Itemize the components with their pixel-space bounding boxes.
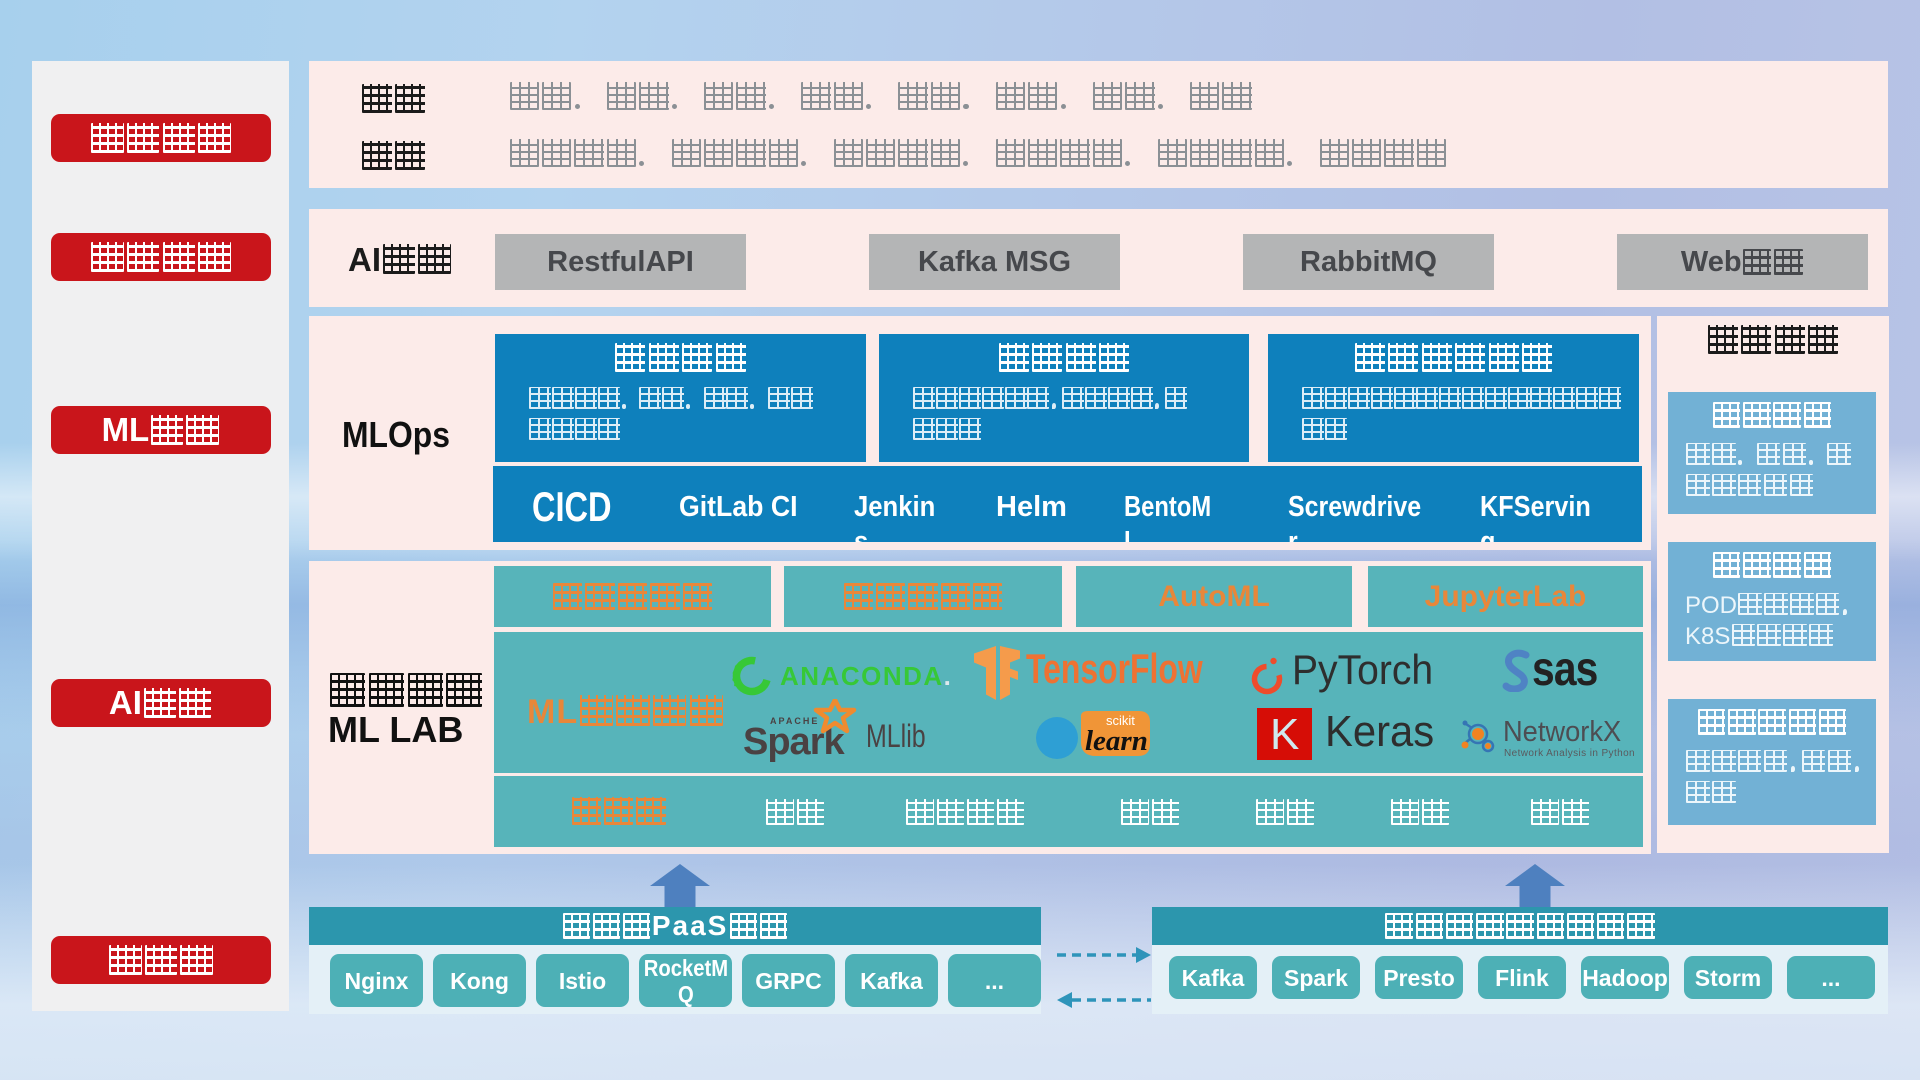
svg-text:learn: learn	[1085, 725, 1148, 757]
svg-text:scikit: scikit	[1106, 713, 1135, 728]
